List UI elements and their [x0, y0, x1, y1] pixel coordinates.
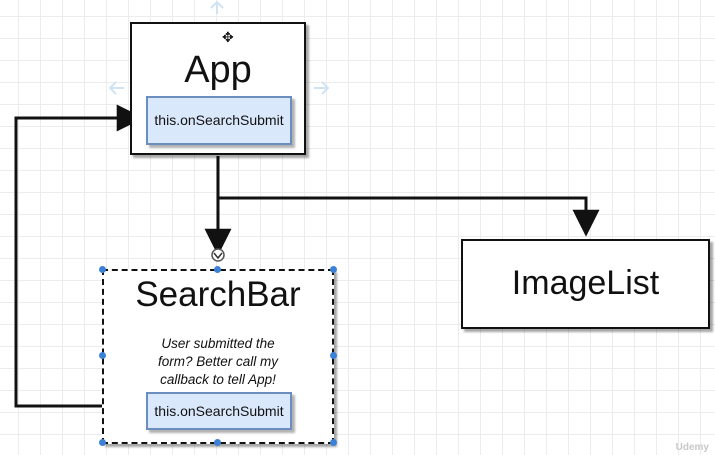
resize-handle[interactable]	[99, 439, 106, 446]
resize-handle[interactable]	[330, 439, 337, 446]
edge-app-to-imagelist[interactable]	[218, 196, 600, 237]
resize-handle[interactable]	[214, 439, 221, 446]
resize-handle[interactable]	[99, 352, 106, 359]
app-move-hints[interactable]	[108, 0, 330, 95]
note-line: User submitted the	[161, 336, 275, 351]
searchbar-node[interactable]: SearchBar User submitted the form? Bette…	[102, 269, 334, 444]
note-line: form? Better call my	[157, 354, 279, 369]
imagelist-title: ImageList	[511, 264, 660, 302]
searchbar-note: User submitted the form? Better call my …	[116, 335, 320, 389]
resize-handle[interactable]	[99, 266, 106, 273]
udemy-watermark: Udemy	[675, 442, 709, 453]
app-callback-prop[interactable]: this.onSearchSubmit	[146, 96, 292, 145]
edge-callback-to-app[interactable]	[14, 104, 146, 408]
resize-handle[interactable]	[214, 266, 221, 273]
resize-handle[interactable]	[330, 266, 337, 273]
searchbar-title: SearchBar	[135, 275, 301, 314]
resize-handle[interactable]	[330, 352, 337, 359]
note-line: callback to tell App!	[160, 372, 276, 387]
app-node[interactable]: ✥ App this.onSearchSubmit	[130, 22, 306, 155]
searchbar-callback-prop[interactable]: this.onSearchSubmit	[146, 392, 292, 430]
imagelist-node[interactable]: ImageList	[461, 239, 710, 329]
app-title: App	[184, 49, 252, 91]
move-cursor-icon: ✥	[222, 29, 234, 45]
connection-point-icon[interactable]	[211, 248, 225, 262]
